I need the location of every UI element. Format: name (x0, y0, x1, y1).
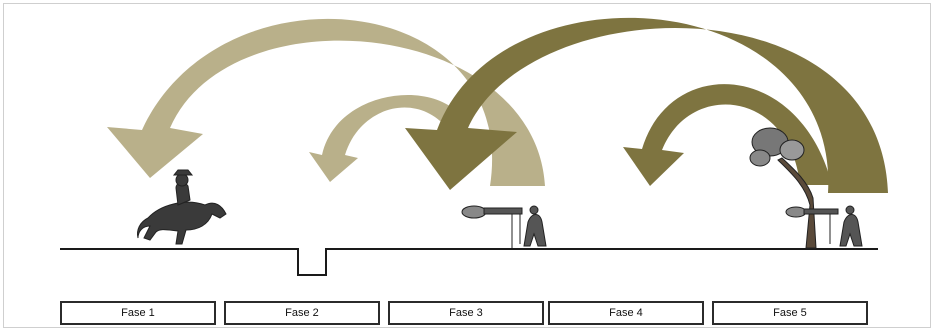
arrow-to-phase4 (623, 84, 832, 186)
phase-box-1: Fase 1 (60, 301, 216, 325)
diagram-frame (3, 3, 931, 328)
arrow-small-to-phase2 (309, 95, 455, 182)
phase-box-3: Fase 3 (388, 301, 544, 325)
phase-label-2: Fase 2 (285, 307, 319, 319)
arrow-phase3-to-phase1 (107, 18, 545, 186)
phase-label-4: Fase 4 (609, 307, 643, 319)
phase-box-4: Fase 4 (548, 301, 704, 325)
cannon-gunner-icon (461, 205, 547, 248)
cannon-gunner-tree-icon (785, 205, 863, 247)
phase-label-1: Fase 1 (121, 307, 155, 319)
phase-label-5: Fase 5 (773, 307, 807, 319)
phase-box-5: Fase 5 (712, 301, 868, 325)
arrow-phase5-to-phase3 (405, 17, 888, 194)
horse-rider-icon (137, 169, 227, 245)
phase-label-3: Fase 3 (449, 307, 483, 319)
ground-line (60, 248, 878, 276)
phase-box-2: Fase 2 (224, 301, 380, 325)
tree-icon (749, 127, 817, 249)
